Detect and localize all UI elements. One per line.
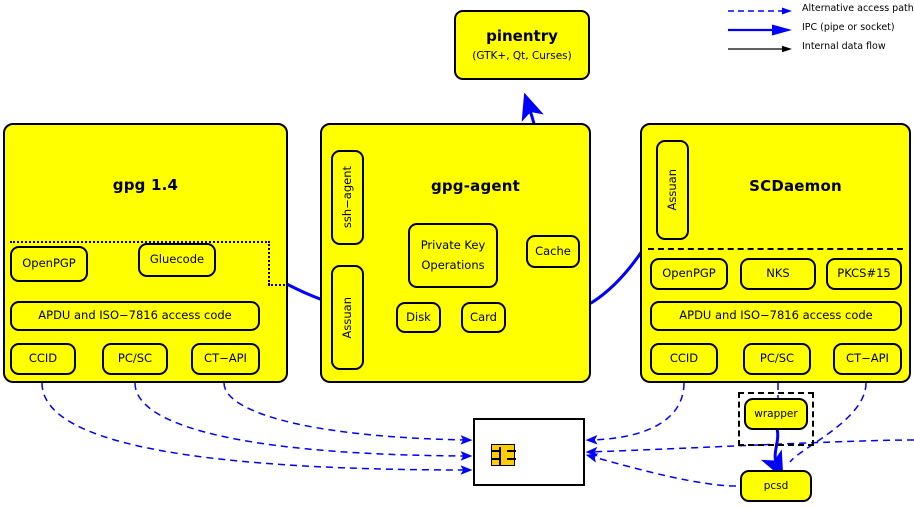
- scdaemon-app-nks[interactable]: NKS: [740, 258, 816, 290]
- gpg-driver-pcsc[interactable]: PC/SC: [102, 343, 168, 375]
- legend-swatch-solid-black-arrow: [728, 45, 792, 53]
- gpg-agent-ssh-agent-box[interactable]: ssh−agent: [331, 150, 364, 245]
- legend-swatch-dashed-blue-arrow: [728, 7, 792, 15]
- pinentry-subtitle: (GTK+, Qt, Curses): [472, 49, 572, 62]
- gpg-agent-ssh-agent-label: ssh−agent: [339, 166, 354, 229]
- legend: Alternative access paths IPC (pipe or so…: [724, 2, 914, 56]
- scdaemon-app-openpgp[interactable]: OpenPGP: [650, 258, 728, 290]
- private-key-operations-content: Private Key Operations: [420, 237, 486, 272]
- legend-label-alternative-access-paths: Alternative access paths: [802, 3, 914, 14]
- legend-item-ipc: IPC (pipe or socket): [724, 21, 914, 39]
- pko-line-1: Private Key: [420, 237, 486, 252]
- scdaemon-divider: [648, 248, 903, 250]
- gpg-agent-assuan-label: Assuan: [339, 296, 354, 339]
- gpg-agent-title: gpg-agent: [430, 177, 521, 195]
- gpg-driver-ccid[interactable]: CCID: [10, 343, 76, 375]
- pcsd-box[interactable]: pcsd: [740, 470, 812, 502]
- gpg-gluecode-box[interactable]: Gluecode: [138, 243, 216, 277]
- gpg-openpgp-box[interactable]: OpenPGP: [10, 246, 88, 282]
- pinentry-title: pinentry: [486, 27, 558, 46]
- legend-label-internal-data-flow: Internal data flow: [802, 41, 886, 52]
- gpg-agent-cache-box[interactable]: Cache: [526, 235, 580, 268]
- gpg-agent-card-box[interactable]: Card: [461, 302, 506, 333]
- gpg-dotted-vertical-edge: [268, 241, 270, 285]
- legend-label-ipc: IPC (pipe or socket): [802, 22, 895, 33]
- gpg-agent-assuan-box[interactable]: Assuan: [331, 265, 364, 370]
- pinentry-box[interactable]: pinentry (GTK+, Qt, Curses): [454, 10, 590, 80]
- scdaemon-apdu-box[interactable]: APDU and ISO−7816 access code: [650, 301, 902, 331]
- scdaemon-driver-ctapi[interactable]: CT−API: [833, 343, 902, 375]
- smartcard-chip-icon: [491, 444, 516, 466]
- scdaemon-assuan-label: Assuan: [664, 169, 679, 211]
- wrapper-dashed-region: [738, 392, 814, 446]
- gpg-apdu-box[interactable]: APDU and ISO−7816 access code: [10, 301, 260, 331]
- legend-item-internal-data-flow: Internal data flow: [724, 40, 914, 58]
- wrapper-box[interactable]: wrapper: [744, 398, 808, 430]
- scdaemon-driver-pcsc[interactable]: PC/SC: [743, 343, 811, 375]
- alt-path-gpg-drivers-to-card: [41, 382, 473, 475]
- gpg-dotted-top-edge: [10, 241, 270, 243]
- scdaemon-driver-ccid[interactable]: CCID: [650, 343, 718, 375]
- pinentry-content: pinentry (GTK+, Qt, Curses): [472, 27, 572, 62]
- scdaemon-title: SCDaemon: [749, 177, 842, 195]
- gpg-driver-ctapi[interactable]: CT−API: [191, 343, 260, 375]
- private-key-operations-box[interactable]: Private Key Operations: [408, 223, 498, 288]
- scdaemon-app-pkcs15[interactable]: PKCS#15: [826, 258, 902, 290]
- gpg-agent-disk-box[interactable]: Disk: [396, 302, 441, 333]
- smartcard-box[interactable]: [473, 418, 585, 486]
- gpg-title: gpg 1.4: [112, 176, 179, 194]
- scdaemon-assuan-box[interactable]: Assuan: [656, 140, 689, 240]
- gpg-dotted-bottom-edge: [268, 284, 288, 286]
- legend-swatch-solid-blue-arrow: [728, 24, 792, 36]
- legend-item-alternative-access-paths: Alternative access paths: [724, 2, 914, 20]
- pko-line-2: Operations: [421, 258, 485, 272]
